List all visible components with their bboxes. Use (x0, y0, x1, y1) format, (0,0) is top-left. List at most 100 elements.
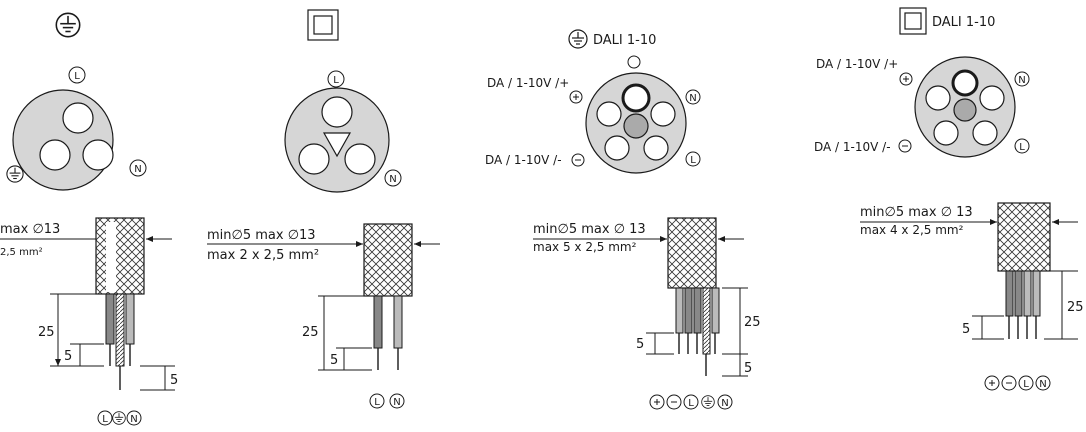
svg-text:L: L (690, 155, 696, 166)
center-pin (623, 113, 649, 139)
panel-3-dali-earth-connector: DALI 1-10 DA / 1-10V /+ DA / 1-10V /- N … (485, 29, 761, 410)
cable-spec-line2: max 2 x 2,5 mm² (207, 248, 319, 263)
svg-text:L: L (1019, 142, 1025, 153)
dali-plus-label: DA / 1-10V /+ (816, 57, 898, 71)
live-pin-symbol: L (327, 70, 345, 88)
pin-hole (925, 85, 951, 111)
terminal-legend: L N (649, 394, 733, 410)
minus-pin-symbol (898, 139, 912, 153)
coding-key (322, 132, 352, 158)
conductor (1014, 270, 1023, 317)
svg-text:L: L (333, 75, 339, 86)
svg-text:N: N (721, 398, 728, 409)
svg-text:N: N (393, 397, 400, 408)
svg-text:N: N (389, 174, 396, 185)
svg-text:N: N (130, 414, 137, 425)
cable-sheath (363, 223, 413, 297)
dimension-5: 5 (962, 322, 970, 337)
conductor (1005, 270, 1014, 317)
dimension-25: 25 (302, 325, 319, 340)
svg-text:L: L (1023, 379, 1029, 390)
center-pin (953, 98, 977, 122)
cable-spec-line1: max ∅13 (0, 222, 60, 237)
cable-sheath (997, 202, 1051, 272)
live-pin-symbol: L (68, 66, 86, 84)
live-pin-symbol: L (1014, 138, 1030, 154)
neutral-pin-symbol: N (384, 169, 402, 187)
panel-2-class-ii-connector: L N min∅5 max ∅13 max 2 x 2,5 mm² 25 5 L (207, 9, 440, 409)
neutral-pin-symbol: N (685, 89, 701, 105)
double-insulation-icon (307, 9, 339, 41)
dimension-25: 25 (1067, 300, 1084, 315)
svg-text:N: N (689, 93, 696, 104)
conductor (125, 293, 135, 345)
pin-hole (39, 139, 71, 171)
earth-conductor (702, 287, 711, 355)
conductor (675, 287, 684, 334)
pin-hole (298, 143, 330, 175)
neutral-pin-symbol: N (1014, 71, 1030, 87)
cable-spec-line1: min∅5 max ∅ 13 (860, 205, 973, 220)
cable-spec-line2: max 4 x 2,5 mm² (860, 223, 964, 237)
pin-hole (621, 83, 651, 113)
conductor (1032, 270, 1041, 317)
neutral-pin-symbol: N (129, 159, 147, 177)
earth-conductor (115, 293, 125, 367)
cable-spec-line2: max 5 x 2,5 mm² (533, 240, 637, 254)
pin-hole (650, 101, 676, 127)
pin-hole (62, 102, 94, 134)
pin-hole (933, 120, 959, 146)
cable-spec-line2: 2,5 mm² (0, 247, 43, 258)
dali-minus-label: DA / 1-10V /- (814, 140, 891, 154)
cable-sheath (95, 217, 145, 295)
terminal-legend: L N (984, 375, 1051, 391)
svg-text:L: L (374, 397, 380, 408)
conductor (711, 287, 720, 334)
dali-header: DALI 1-10 (593, 33, 656, 48)
dimension-5: 5 (636, 337, 644, 352)
svg-text:N: N (1039, 379, 1046, 390)
pin-hole (643, 135, 669, 161)
pin-hole (951, 69, 979, 97)
cable-spec-line1: min∅5 max ∅13 (207, 228, 316, 243)
pin-hole (321, 96, 353, 128)
terminal-legend: L N (369, 393, 405, 409)
svg-text:L: L (688, 398, 694, 409)
dimension-25: 25 (744, 315, 761, 330)
dimension-25: 25 (38, 325, 55, 340)
earth-pin-icon (6, 165, 24, 183)
pin-hole (596, 101, 622, 127)
protective-earth-icon (55, 12, 81, 38)
dali-header: DALI 1-10 (932, 15, 995, 30)
protective-earth-icon (568, 29, 588, 49)
pin-hole (344, 143, 376, 175)
cable-sheath (667, 217, 717, 289)
dali-minus-label: DA / 1-10V /- (485, 153, 562, 167)
minus-pin-symbol (571, 153, 585, 167)
pin-hole (979, 85, 1005, 111)
conductor (1023, 270, 1032, 317)
pin-hole (972, 120, 998, 146)
double-insulation-icon (899, 7, 927, 35)
plus-pin-symbol (569, 90, 583, 104)
dimension-5: 5 (744, 361, 752, 376)
svg-text:N: N (134, 164, 141, 175)
dali-plus-label: DA / 1-10V /+ (487, 76, 569, 90)
dimension-5: 5 (170, 373, 178, 388)
svg-text:L: L (74, 71, 80, 82)
svg-text:L: L (102, 414, 108, 425)
pin-hole (604, 135, 630, 161)
conductor (684, 287, 693, 334)
conductor (373, 295, 383, 349)
dimension-5: 5 (330, 353, 338, 368)
panel-4-dali-class-ii-connector: DALI 1-10 DA / 1-10V /+ DA / 1-10V /- N … (814, 7, 1084, 391)
pin-hole (82, 139, 114, 171)
dimension-5: 5 (64, 349, 72, 364)
conductor (693, 287, 702, 334)
plus-pin-symbol (899, 72, 913, 86)
cable-spec-line1: min∅5 max ∅ 13 (533, 222, 646, 237)
live-pin-symbol: L (685, 151, 701, 167)
conductor (105, 293, 115, 345)
conductor (393, 295, 403, 349)
